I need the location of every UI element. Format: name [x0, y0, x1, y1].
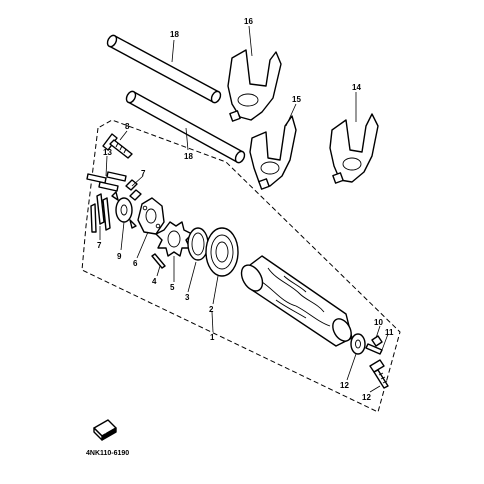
segment-6	[137, 197, 165, 235]
shift-fork-shaft-lower	[125, 90, 246, 164]
callout-6: 6	[133, 259, 138, 268]
callout-18-upper: 18	[170, 30, 179, 39]
callout-4: 4	[152, 277, 157, 286]
bearing-2	[205, 227, 239, 277]
callout-7-left: 7	[97, 241, 102, 250]
callout-1: 1	[210, 333, 215, 342]
shift-drum-1	[240, 255, 353, 347]
callout-7-right: 7	[141, 169, 146, 178]
callout-18-lower: 18	[184, 152, 193, 161]
circlip-3	[187, 227, 209, 261]
pin-11	[365, 343, 383, 355]
figure-code: 4NK110-6190	[86, 450, 129, 457]
washer-12	[350, 333, 366, 355]
dowel-10	[371, 335, 383, 347]
callouts: 18 16 15 14 18 8 13 7 7 9 6 4 5 3 2 1 10…	[97, 17, 394, 402]
callout-11: 11	[385, 328, 394, 337]
pin-4	[151, 253, 166, 269]
callout-13: 12	[362, 393, 371, 402]
callout-12: 12	[340, 381, 349, 390]
shift-fork-shaft-upper	[106, 34, 222, 104]
shift-fork-17	[227, 49, 282, 122]
callout-10: 10	[374, 318, 383, 327]
bolt-9	[102, 133, 133, 159]
assembly-boundary	[81, 119, 401, 413]
callout-9: 8	[125, 122, 130, 131]
callout-14: 13	[103, 148, 112, 157]
callout-17: 16	[244, 17, 253, 26]
pins-7-left	[90, 193, 111, 233]
shift-fork-15	[329, 113, 379, 184]
shift-fork-16	[249, 115, 297, 190]
callout-15: 14	[352, 83, 361, 92]
callout-8: 9	[117, 252, 122, 261]
pins-7-right	[125, 179, 142, 201]
screw-13	[369, 359, 389, 389]
callout-5: 5	[170, 283, 175, 292]
callout-3: 3	[185, 293, 190, 302]
pins-14	[86, 171, 127, 192]
callout-2: 2	[209, 305, 214, 314]
callout-16: 15	[292, 95, 301, 104]
book-icon	[93, 419, 117, 441]
leader-lines	[99, 25, 389, 393]
star-cam-5	[155, 221, 193, 257]
